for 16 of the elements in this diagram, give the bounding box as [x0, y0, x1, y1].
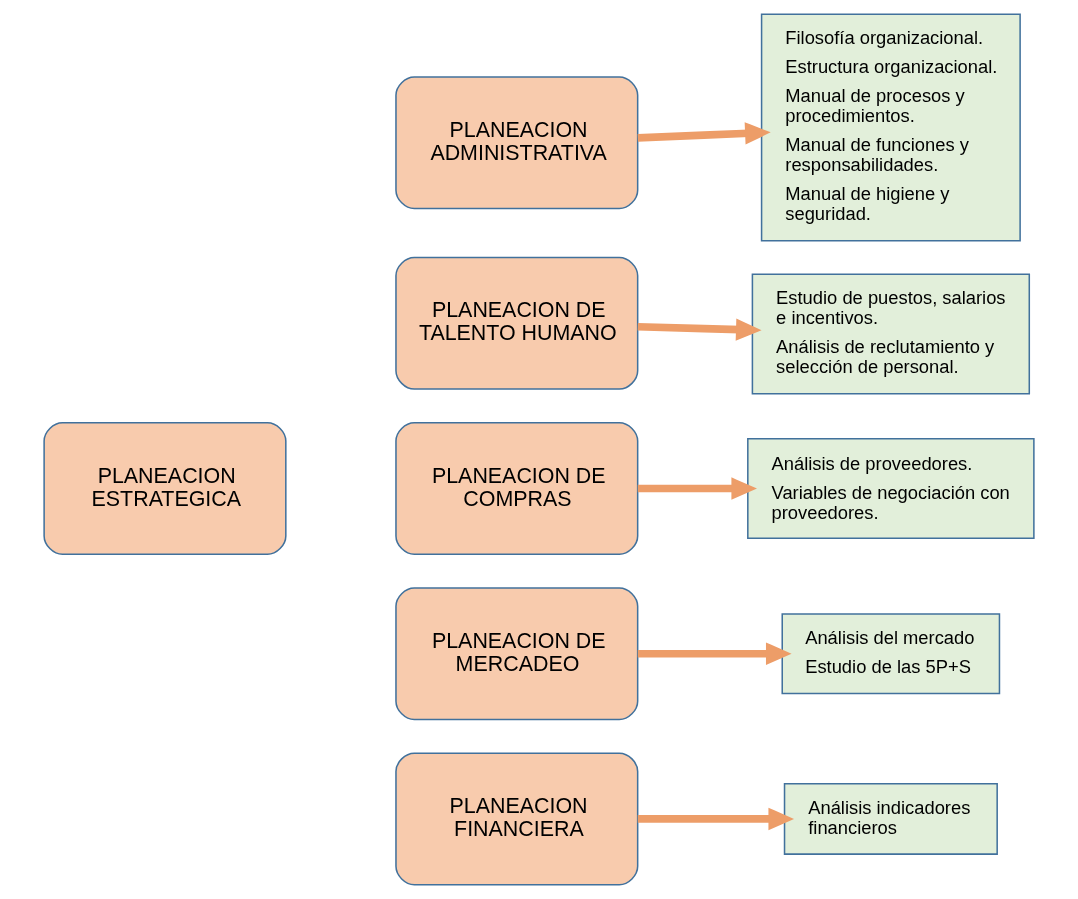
- arrow: [637, 642, 792, 665]
- node-box: PLANEACION DE TALENTO HUMANO: [395, 256, 639, 390]
- node-box: Estudio de puestos, salarios e incentivos. Análisis de reclutamiento y selección de personal.: [751, 273, 1031, 395]
- node-box: PLANEACION DE MERCADEO: [395, 587, 639, 721]
- node-box: Análisis de proveedores. Variables de negociación con proveedores.: [747, 438, 1035, 539]
- arrow: [637, 122, 771, 145]
- node-box: Análisis del mercado Estudio de las 5P+S: [781, 613, 1001, 695]
- node-box: Análisis indicadores financieros: [783, 783, 998, 855]
- node-box: PLANEACION DE COMPRAS: [395, 421, 639, 556]
- arrow: [637, 477, 757, 500]
- arrow: [637, 318, 762, 341]
- node-box: Filosofía organizacional. Estructura organizacional. Manual de procesos y procedimientos. Manual de funciones y responsabilidades. Manual de higiene y seguridad.: [760, 13, 1021, 242]
- node-box: PLANEACION FINANCIERA: [395, 752, 639, 886]
- node-box: PLANEACION ESTRATEGICA: [43, 421, 287, 556]
- arrow: [637, 807, 795, 831]
- node-box: PLANEACION ADMINISTRATIVA: [395, 76, 639, 210]
